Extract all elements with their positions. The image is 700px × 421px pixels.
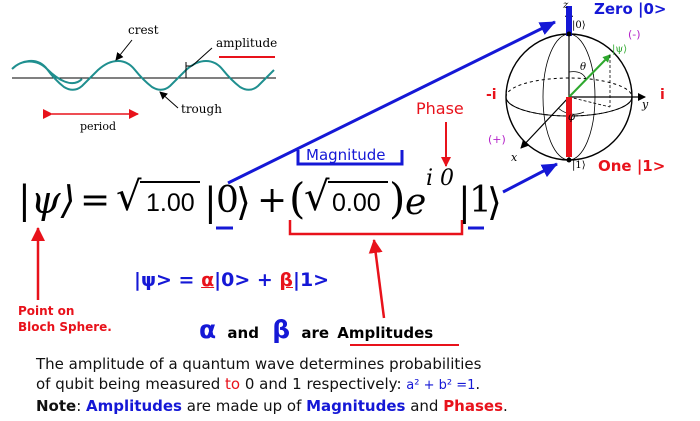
trough-pointer [159,91,179,109]
state-alpha: α [201,269,215,291]
point-label-line1: Point on [18,304,75,318]
x-axis [520,96,570,149]
wave-diagram [11,39,276,119]
ket1-label: |1⟩ [572,160,586,171]
one-digit: 1 [469,180,492,221]
phi-label: φ [568,112,576,123]
ket0-label: |0⟩ [572,20,586,31]
sqrt-bar-beta [328,181,388,183]
phase-label: Phase [416,99,464,118]
state-equation: |ψ> = α|0> + β|1> [134,269,329,291]
one-state-label: One |1> [598,157,666,175]
one-ket-close: ⟩ [487,180,502,224]
amplitude-bracket [288,220,464,236]
pos-i-label: i [660,87,665,103]
zero-digit: 0 [216,180,239,221]
zero-ket-close: ⟩ [236,180,251,224]
theta-arc [568,71,587,80]
desc-line2: of qubit being measured to 0 and 1 respe… [36,374,508,396]
magnitude-bracket [296,150,404,166]
big-beta: β [272,315,291,344]
desc-line2-end: . [475,375,481,393]
amplitudes-arrow [368,239,386,319]
note-colon: : [76,397,87,415]
z-axis-label: z [563,0,569,11]
z-down-highlight [566,97,572,157]
open-paren: ( [289,174,306,223]
state-beta: β [279,269,293,291]
crest-label: crest [128,23,159,37]
amplitude-label: amplitude [216,36,278,50]
description: The amplitude of a quantum wave determin… [36,354,508,416]
note-word: Note [36,397,77,415]
amplitudes-statement: α and β are Amplitudes [199,315,433,344]
note-and: and [405,397,444,415]
desc-line2-formula: a² + b² =1 [406,378,476,393]
psi-vector [568,54,611,98]
theta-label: θ [580,62,587,73]
one-ket-arrow [502,162,558,194]
magnitude-label: Magnitude [306,146,386,164]
big-alpha: α [199,315,217,344]
point-label-line2: Bloch Sphere. [18,320,112,334]
plus-sign-label: (+) [488,133,506,146]
sqrt-bar-alpha [140,181,200,183]
plus-sign: + [257,180,288,221]
note-end: . [503,397,508,415]
exp-base: e [405,182,427,223]
sqrt-sign-beta: √ [304,174,330,220]
point-label: Point on Bloch Sphere. [18,303,112,335]
x-axis-label: x [511,151,518,164]
psi-ket: |ψ⟩ [18,178,76,222]
sqrt-sign-alpha: √ [116,174,142,220]
trough-label: trough [181,102,222,116]
minus-sign-label: (-) [628,28,641,41]
state-mid: |0> + [214,269,280,291]
note-line: Note: Amplitudes are made up of Magnitud… [36,396,508,416]
state-prefix: |ψ> = [134,269,202,291]
zero-state-label: Zero |0> [594,0,667,18]
equals-sign: = [80,180,111,221]
desc-line2-a: of qubit being measured [36,375,226,393]
desc-line2-b: 0 and 1 respectively: [240,375,407,393]
note-mid: are made up of [181,397,307,415]
zero-ket-bar: | [204,180,217,224]
note-phases: Phases [443,397,504,415]
note-magnitudes: Magnitudes [306,397,406,415]
period-label: period [80,120,116,133]
neg-i-label: -i [486,87,497,103]
bloch-sphere [505,6,646,163]
psi-vector-label: |ψ⟩ [612,44,628,55]
and-word: and [227,324,259,342]
state-suffix: |1> [293,269,330,291]
desc-line2-to: to [225,375,241,393]
zero-ket-arrow [227,20,556,185]
sine-wave [11,59,275,91]
amplitudes-word: Amplitudes [337,324,434,342]
crest-pointer [115,39,133,61]
one-ket-bar: | [458,180,471,224]
y-axis-label: y [642,98,649,111]
sqrt-alpha-value: 1.00 [146,189,195,217]
z-up-highlight [566,6,572,36]
sqrt-beta-value: 0.00 [332,189,381,217]
are-word: are [301,324,330,342]
desc-line1: The amplitude of a quantum wave determin… [36,355,482,373]
note-amplitudes: Amplitudes [86,397,182,415]
exp-power: i 0 [426,166,455,191]
close-paren: ) [389,174,406,223]
